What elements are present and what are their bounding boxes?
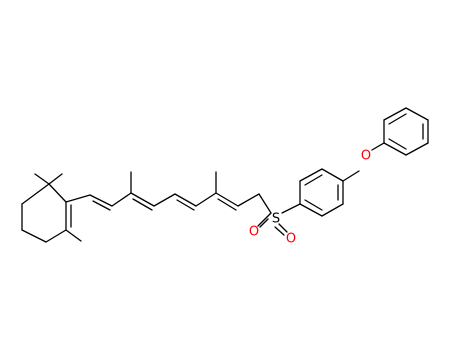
cyclohexene-ring [21,183,72,243]
atom-sulfur: S [272,212,280,227]
sulfonyl-oxygen-label: O [249,225,259,240]
atom-ether-oxygen: O [361,149,371,164]
atom-sulfonyl-oxygen-1: O [249,225,259,240]
gem-dimethyl-groups [34,173,63,185]
ether-bonds [342,142,385,182]
sulfur-label: S [272,212,280,227]
polyene-chain [65,171,272,214]
atom-sulfonyl-oxygen-2: O [286,232,296,247]
phenyl-ring [383,107,429,156]
ring-methyl-bond [65,229,82,242]
ether-oxygen-label: O [361,149,371,164]
phenylene-ring [299,168,344,217]
sulfonyl-bonds [257,203,301,236]
sulfonyl-oxygen-label: O [286,232,296,247]
